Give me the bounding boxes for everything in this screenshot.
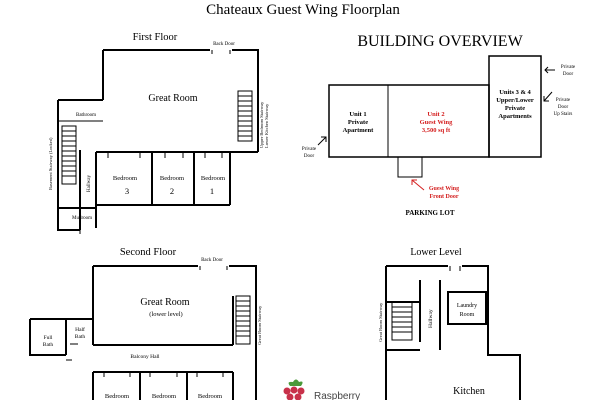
great-room-stairway — [235, 295, 251, 345]
raspberry-icon — [283, 379, 305, 400]
kitchen-label: Kitchen — [453, 386, 485, 397]
lower-level-walls — [385, 265, 521, 400]
unit-34-line2: Upper/Lower — [496, 97, 534, 104]
private-door-stairs-line3: Up Stairs — [554, 112, 573, 117]
arrow-icon — [543, 91, 553, 102]
second-great-room-sub: (lower level) — [149, 311, 182, 318]
guest-front-door-line2: Front Door — [429, 194, 458, 200]
lower-stairway-label: Great Room Stairway — [378, 302, 383, 342]
upper-bedroom-stairway-label: Upper Bedroom Stairway — [259, 101, 264, 148]
bathroom-label: Bathroom — [76, 113, 96, 118]
laundry-room — [447, 291, 487, 325]
second-floor-back-door-label: Back Door — [201, 258, 223, 263]
mudroom-label: Mudroom — [72, 216, 92, 221]
guest-door-arrow-head-icon — [411, 179, 417, 185]
balcony-hall-label: Balcony Hall — [130, 354, 160, 360]
half-bath-line1: Half — [75, 326, 85, 333]
mudroom-walls — [58, 205, 97, 230]
second-great-room-label: Great Room — [140, 297, 189, 308]
private-door-stairs-line1: Private — [556, 98, 571, 103]
private-door-stairs-line2: Door — [558, 105, 569, 110]
parking-lot-label: PARKING LOT — [405, 209, 454, 217]
guest-front-door-line1: Guest Wing — [429, 186, 459, 192]
page-title: Chateaux Guest Wing Floorplan — [206, 2, 400, 18]
second-stairway-label: Great Room Stairway — [257, 305, 262, 345]
bedroom-1-label: Bedroom — [201, 175, 225, 182]
first-floor-plan: First Floor Back Door Great Room Upper B… — [48, 32, 269, 234]
building-overview-title: BUILDING OVERVIEW — [357, 33, 523, 50]
units-3-4-block — [488, 55, 542, 158]
unit-2-name: Unit 2 — [427, 111, 444, 118]
lower-level-title: Lower Level — [410, 247, 462, 258]
half-bath-line2: Bath — [75, 334, 86, 340]
bedroom-2-number: 2 — [170, 186, 174, 196]
second-bedroom-walls — [92, 371, 234, 400]
unit-1-name: Unit 1 — [349, 111, 366, 118]
left-wing-walls — [57, 90, 104, 231]
arrow-head-icon — [544, 66, 549, 74]
brand-logo: Raspberry — [283, 379, 360, 400]
bedroom-3-number: 3 — [125, 186, 129, 196]
hallway-label: Hallway — [87, 175, 92, 192]
guest-door-arrow-icon — [411, 179, 425, 191]
unit-34-line3: Private — [505, 105, 525, 112]
second-bedroom-c-label: Bedroom — [198, 393, 222, 400]
bedroom-1-number: 1 — [210, 186, 214, 196]
unit-1-line2: Private — [348, 119, 368, 126]
unit-2-area: 3,500 sq ft — [422, 127, 451, 134]
bedroom-3-label: Bedroom — [113, 175, 137, 182]
lower-hallway-label: Hallway — [428, 309, 434, 328]
unit-34-line4: Apartments — [498, 113, 532, 120]
upper-bedroom-stairway — [237, 90, 253, 142]
arrow-head-icon — [543, 96, 549, 102]
first-floor-back-door-label: Back Door — [213, 42, 235, 47]
great-room-walls — [102, 49, 259, 152]
guest-wing-porch — [397, 156, 423, 178]
building-overview: BUILDING OVERVIEW Unit 1 Private Apartme… — [302, 33, 576, 217]
unit-34-name: Units 3 & 4 — [499, 89, 531, 96]
arrow-head-icon — [321, 136, 327, 142]
basement-stairway — [61, 125, 77, 185]
second-bedroom-b-label: Bedroom — [152, 393, 176, 400]
first-floor-title: First Floor — [133, 32, 178, 43]
second-bedroom-a-label: Bedroom — [105, 393, 129, 400]
second-floor-title: Second Floor — [120, 247, 177, 258]
unit-2-line2: Guest Wing — [420, 119, 454, 126]
basement-stairway-label: Basement Stairway (Locked) — [48, 137, 53, 190]
arrow-icon — [317, 136, 327, 146]
second-floor-plan: Second Floor Back Door Great Room (lower… — [29, 247, 262, 400]
private-door-top-line2: Door — [563, 72, 574, 77]
bath-walls — [29, 318, 93, 356]
lower-great-room-stairway — [391, 301, 413, 341]
second-great-room-walls — [92, 265, 257, 400]
laundry-line1: Laundry — [457, 303, 477, 309]
lower-level-plan: Lower Level Great Room Stairway Hallway … — [378, 247, 521, 400]
laundry-line2: Room — [460, 312, 475, 318]
great-room-label: Great Room — [148, 93, 197, 104]
unit-1-line3: Apartment — [343, 127, 375, 134]
private-door-top-line1: Private — [561, 65, 576, 70]
bedroom-2-label: Bedroom — [160, 175, 184, 182]
full-bath-line2: Bath — [43, 342, 54, 348]
brand-name: Raspberry — [314, 391, 360, 400]
full-bath-line1: Full — [44, 335, 53, 341]
private-door-left-line1: Private — [302, 147, 317, 152]
private-door-left-line2: Door — [304, 154, 315, 159]
lower-kitchen-stairway-label: Lower Kitchen Stairway — [264, 103, 269, 148]
